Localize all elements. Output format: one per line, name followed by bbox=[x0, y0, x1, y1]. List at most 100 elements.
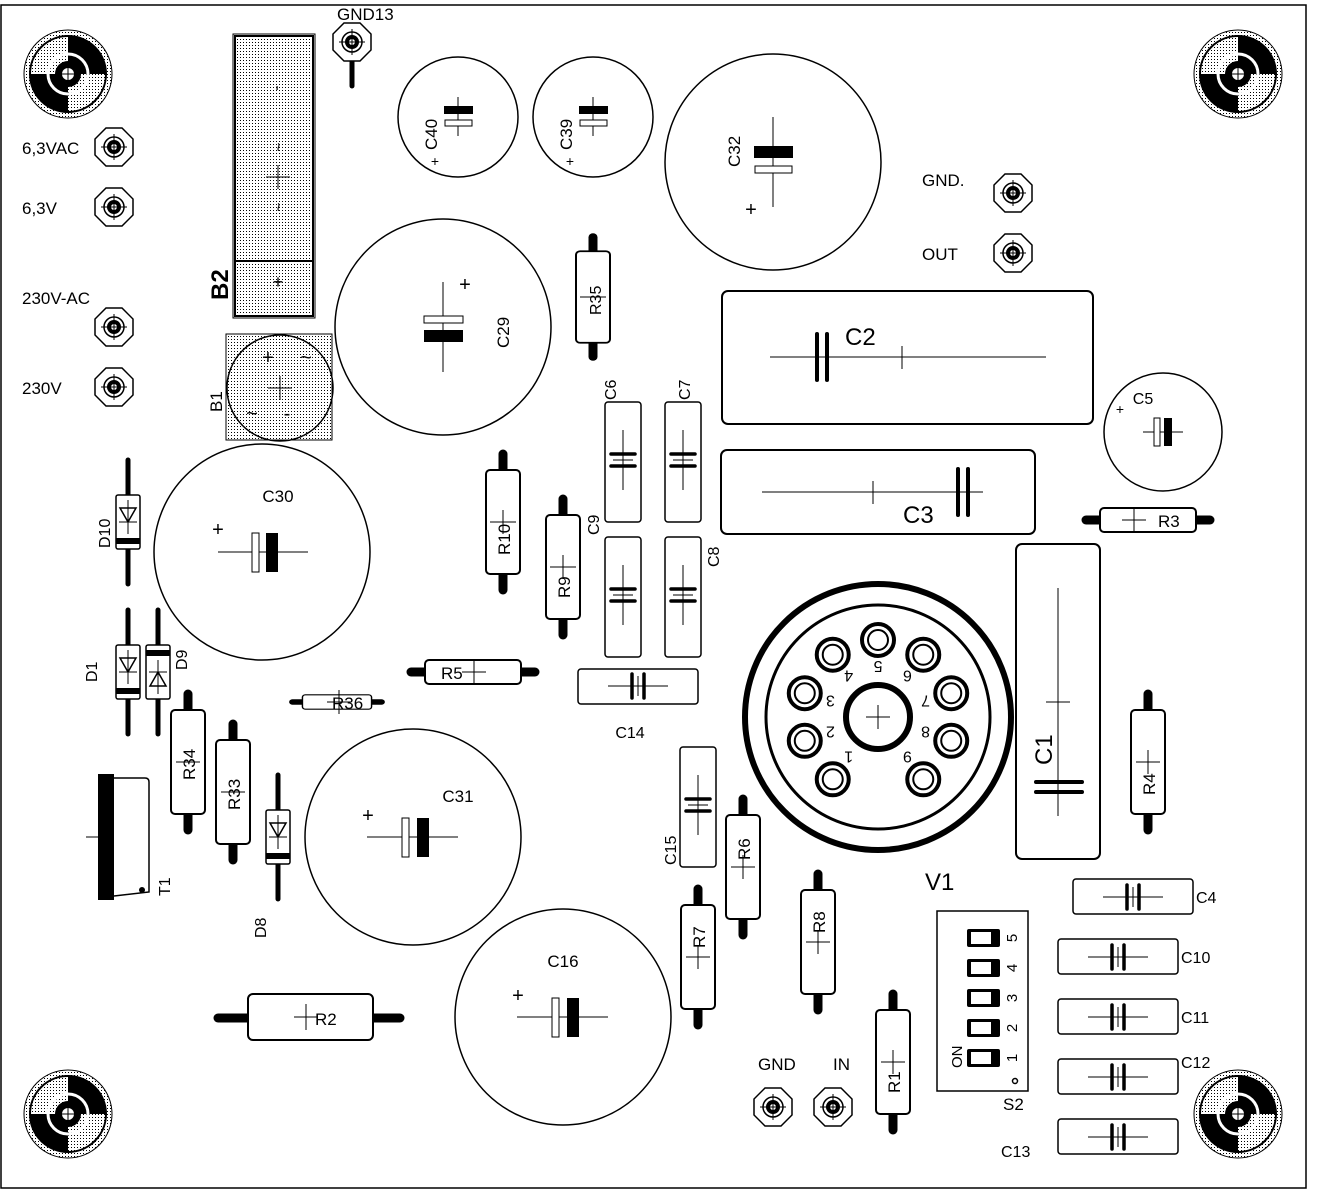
terminal-gnd-out[interactable]: GND. bbox=[922, 171, 1033, 213]
transistor-t1[interactable]: T1 bbox=[86, 774, 174, 900]
resistor-r6[interactable]: R6 bbox=[726, 799, 760, 935]
socket-pin: 7 bbox=[921, 675, 970, 712]
resistor-r36[interactable]: R36 bbox=[292, 690, 381, 714]
ref-label: D10 bbox=[97, 519, 114, 548]
terminal-gnd13[interactable]: GND13 bbox=[332, 5, 394, 89]
dip-switch-position[interactable]: 5 bbox=[967, 929, 1021, 947]
pin-label: + bbox=[262, 347, 274, 369]
socket-pin: 3 bbox=[786, 675, 835, 712]
ref-label: D9 bbox=[174, 649, 191, 670]
resistor-r34[interactable]: R34 bbox=[171, 694, 205, 830]
ref-label: R1 bbox=[885, 1071, 904, 1093]
dip-position-label: 1 bbox=[1004, 1054, 1021, 1062]
capacitor-c29[interactable]: C29 + bbox=[334, 218, 552, 436]
ref-label: R4 bbox=[1140, 773, 1159, 795]
capacitor-c30[interactable]: C30 + bbox=[153, 443, 371, 661]
terminal-in[interactable]: IN bbox=[813, 1055, 853, 1127]
capacitor-c5[interactable]: C5 + bbox=[1103, 372, 1223, 492]
ref-label: C10 bbox=[1181, 950, 1210, 967]
ref-label: C13 bbox=[1001, 1144, 1030, 1161]
dip-switch-position[interactable]: 1 bbox=[967, 1049, 1021, 1067]
terminal-label: GND bbox=[758, 1055, 796, 1074]
resistor-r33[interactable]: R33 bbox=[216, 724, 250, 860]
capacitor-c15[interactable]: C15 bbox=[663, 746, 717, 868]
capacitor-c14[interactable]: C14 bbox=[577, 668, 699, 742]
terminal-label: 230V bbox=[22, 379, 62, 398]
capacitor-c1[interactable]: C1 bbox=[1015, 543, 1101, 860]
pin-label: + bbox=[273, 272, 284, 292]
terminal-label: IN bbox=[833, 1055, 850, 1074]
capacitor-c9[interactable]: C9 bbox=[586, 514, 642, 658]
capacitor-c6[interactable]: C6 bbox=[603, 379, 642, 523]
socket-pin-label: 5 bbox=[873, 657, 882, 674]
capacitor-c31[interactable]: C31 + bbox=[304, 728, 522, 946]
terminal-6v3[interactable]: 6,3V bbox=[22, 187, 134, 227]
capacitor-c39[interactable]: C39 + bbox=[532, 56, 654, 178]
ref-label: C7 bbox=[677, 379, 694, 400]
capacitor-c16[interactable]: C16 + bbox=[454, 908, 672, 1126]
capacitor-c11[interactable]: C11 bbox=[1057, 998, 1209, 1035]
ref-label: C39 bbox=[557, 119, 576, 150]
dip-position-label: 3 bbox=[1004, 994, 1021, 1002]
terminal-out[interactable]: OUT bbox=[922, 233, 1033, 273]
ref-label: R8 bbox=[810, 911, 829, 933]
dip-position-label: 2 bbox=[1004, 1024, 1021, 1032]
capacitor-c32[interactable]: C32 + bbox=[664, 53, 882, 271]
ref-label: C6 bbox=[603, 379, 620, 400]
ref-label: R36 bbox=[332, 694, 363, 713]
mounting-hole-top-left bbox=[22, 28, 114, 120]
resistor-r7[interactable]: R7 bbox=[681, 889, 715, 1025]
socket-pin-label: 7 bbox=[921, 692, 930, 709]
capacitor-c10[interactable]: C10 bbox=[1057, 938, 1210, 975]
resistor-r2[interactable]: R2 bbox=[213, 993, 405, 1041]
board-outline bbox=[0, 4, 1307, 1189]
capacitor-c3[interactable]: C3 bbox=[720, 449, 1036, 535]
resistor-r1[interactable]: R1 bbox=[876, 994, 910, 1130]
capacitor-c8[interactable]: C8 bbox=[664, 536, 723, 658]
capacitor-c12[interactable]: C12 bbox=[1057, 1055, 1210, 1095]
ref-label: S2 bbox=[1003, 1095, 1024, 1114]
terminal-6v3ac[interactable]: 6,3VAC bbox=[22, 127, 134, 167]
resistor-r3[interactable]: R3 bbox=[1086, 507, 1210, 533]
capacitor-c2[interactable]: C2 bbox=[721, 290, 1094, 425]
terminal-230vac[interactable]: 230V-AC bbox=[22, 289, 134, 347]
ref-label: C29 bbox=[494, 317, 513, 348]
pin-label: ~ bbox=[246, 403, 258, 425]
resistor-r8[interactable]: R8 bbox=[801, 874, 835, 1010]
socket-pin-label: 1 bbox=[844, 747, 853, 764]
ref-label: R2 bbox=[315, 1010, 337, 1029]
capacitor-c4[interactable]: C4 bbox=[1072, 878, 1217, 915]
diode-d10[interactable]: D10 bbox=[97, 460, 140, 584]
ref-label: C4 bbox=[1196, 890, 1217, 907]
ref-label: C2 bbox=[845, 324, 876, 351]
dip-switch-position[interactable]: 3 bbox=[967, 989, 1021, 1007]
ref-label: B2 bbox=[207, 269, 234, 300]
polarity-mark: + bbox=[212, 519, 224, 541]
socket-pin: 4 bbox=[814, 636, 853, 684]
dip-position-label: 5 bbox=[1004, 934, 1021, 942]
ref-label: R35 bbox=[588, 286, 605, 315]
capacitor-c13[interactable]: C13 bbox=[1001, 1118, 1179, 1161]
bridge-b2[interactable]: - ~ ~ + B2 bbox=[207, 33, 316, 319]
terminal-gnd-in[interactable]: GND bbox=[753, 1055, 796, 1127]
diode-d8[interactable]: D8 bbox=[253, 775, 290, 938]
socket-pin: 5 bbox=[860, 622, 896, 674]
terminal-230v[interactable]: 230V bbox=[22, 367, 134, 407]
resistor-r10[interactable]: R10 bbox=[486, 454, 520, 590]
dip-switch-position[interactable]: 2 bbox=[967, 1019, 1021, 1037]
diode-d9[interactable]: D9 bbox=[146, 610, 191, 734]
mounting-hole-bottom-right bbox=[1192, 1068, 1284, 1160]
bridge-b1[interactable]: + ~ ~ - B1 bbox=[207, 333, 334, 442]
polarity-mark: + bbox=[1116, 401, 1124, 417]
capacitor-c40[interactable]: C40 + bbox=[397, 56, 519, 178]
resistor-r5[interactable]: R5 bbox=[411, 659, 535, 685]
dip-switch-position[interactable]: 4 bbox=[967, 959, 1021, 977]
resistor-r35[interactable]: R35 R35 bbox=[576, 237, 610, 357]
terminal-label: GND. bbox=[922, 171, 965, 190]
resistor-r4[interactable]: R4 bbox=[1131, 694, 1165, 830]
capacitor-c7[interactable]: C7 bbox=[664, 379, 702, 523]
diode-d1[interactable]: D1 bbox=[84, 610, 140, 734]
resistor-r9[interactable]: R9 bbox=[546, 499, 580, 635]
